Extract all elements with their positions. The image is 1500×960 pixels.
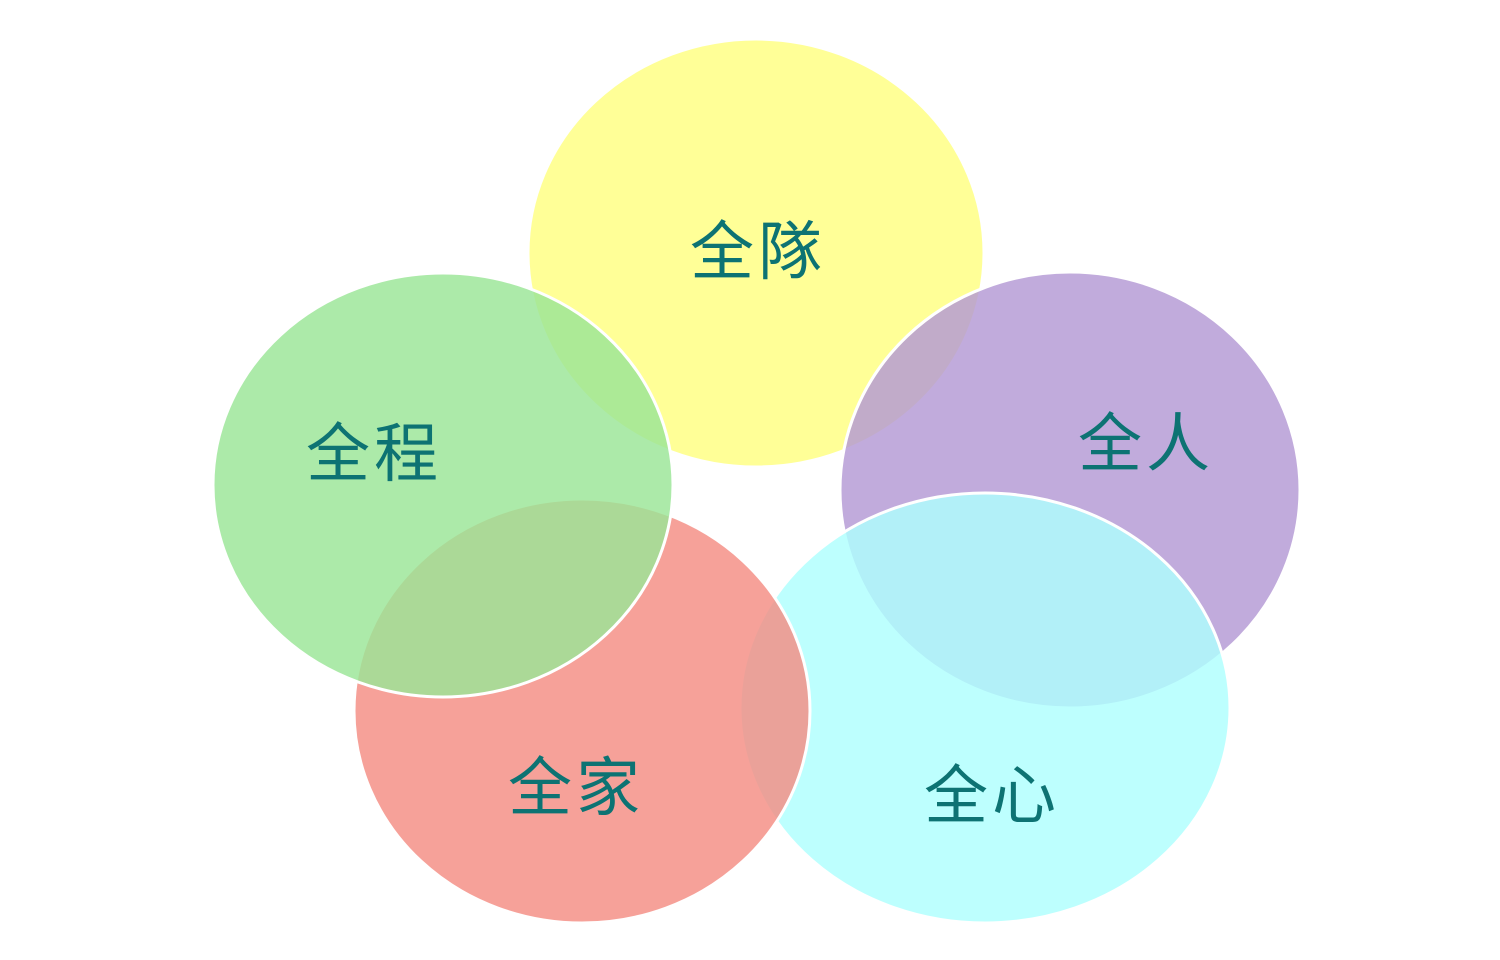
label-person: 全人 [1078,408,1214,482]
circle-team [526,37,986,469]
circle-heart [738,491,1232,925]
labels-layer: 全隊 全人 全心 全家 全程 [306,216,1214,834]
label-family: 全家 [508,752,644,826]
label-heart: 全心 [924,760,1060,834]
label-process: 全程 [306,418,442,492]
circle-process [211,271,675,699]
circles-layer [211,37,1302,925]
label-team: 全隊 [690,216,826,290]
